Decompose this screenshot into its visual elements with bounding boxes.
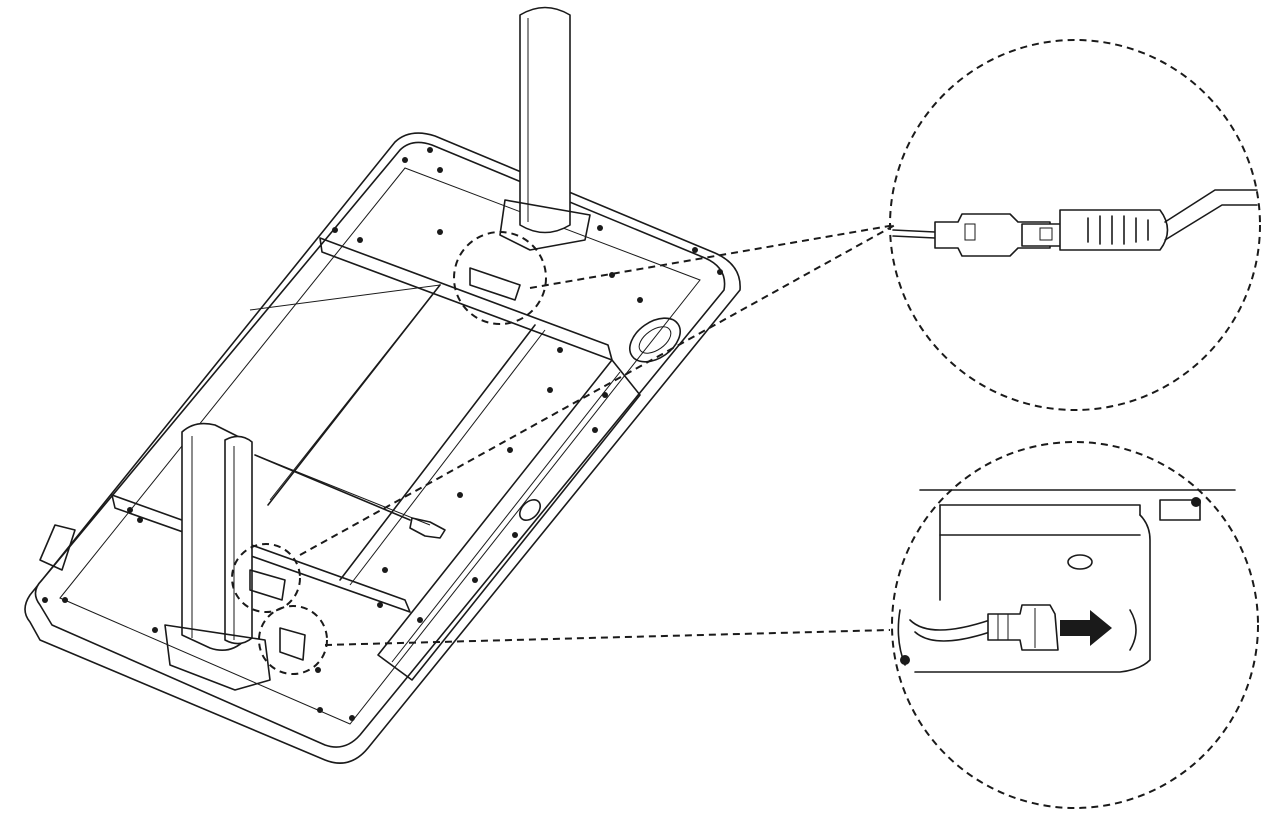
power-plug-insertion xyxy=(897,489,1236,673)
leg-rear-base xyxy=(499,199,591,251)
handle-cutout xyxy=(629,317,681,363)
cable-plug-small xyxy=(409,517,446,539)
cable-connector-plug xyxy=(892,189,1258,257)
housing-hole xyxy=(1067,554,1093,570)
leg-front-base xyxy=(164,624,271,691)
leg-cable xyxy=(254,454,411,521)
mounting-holes xyxy=(42,147,723,721)
desk-frame xyxy=(24,132,741,764)
callout-power xyxy=(891,441,1259,809)
control-switch xyxy=(519,499,541,521)
detail-marker-middle xyxy=(231,543,301,613)
center-rail-2 xyxy=(339,324,536,581)
detail-marker-lower xyxy=(258,605,328,675)
frame-outer-edge xyxy=(24,132,741,764)
leg-front xyxy=(164,422,446,691)
detail-marker-upper xyxy=(453,231,547,325)
center-rail-1 xyxy=(267,284,441,506)
side-rail xyxy=(377,359,641,681)
callout-circle-lower xyxy=(891,441,1259,809)
callout-connector xyxy=(889,39,1261,411)
leg-rear xyxy=(499,6,591,251)
insert-arrow-icon xyxy=(1060,610,1112,646)
side-tab xyxy=(39,524,76,571)
leader-lines xyxy=(299,224,896,646)
cross-beam-bottom xyxy=(111,494,411,613)
callout-circle-upper xyxy=(889,39,1261,411)
detail-markers xyxy=(231,231,547,675)
